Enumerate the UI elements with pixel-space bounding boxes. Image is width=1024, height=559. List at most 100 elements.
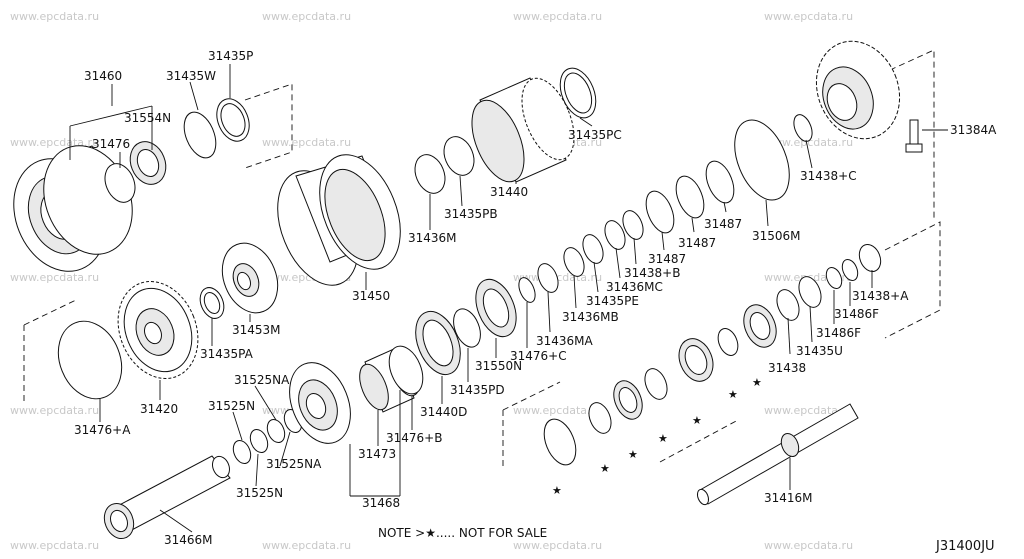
watermark: www.epcdata.ru bbox=[764, 404, 853, 417]
star-icon: ★ bbox=[752, 376, 762, 389]
label-31476A: 31476+A bbox=[74, 423, 131, 437]
part-31460-drum bbox=[13, 145, 133, 272]
part-31487-plate bbox=[705, 160, 735, 204]
part-31436MA-ring bbox=[537, 263, 559, 293]
part-31487-plate bbox=[675, 175, 705, 219]
watermark: www.epcdata.ru bbox=[262, 136, 351, 149]
part-31453M-carrier bbox=[221, 242, 279, 314]
part-31450-drum bbox=[277, 154, 401, 286]
label-31486F: 31486F bbox=[816, 326, 861, 340]
part-31416M-shaft bbox=[696, 403, 859, 506]
guide-box-top-right bbox=[889, 49, 935, 220]
guide-line bbox=[23, 299, 77, 326]
label-31486F: 31486F bbox=[834, 307, 879, 321]
label-31384A: 31384A bbox=[950, 123, 997, 137]
part-31476B-snap-ring bbox=[388, 345, 424, 395]
part-31486F-plate bbox=[798, 276, 822, 308]
label-31436MC: 31436MC bbox=[606, 280, 663, 294]
watermark: www.epcdata.ru bbox=[10, 404, 99, 417]
part-31466M-shaft bbox=[103, 455, 231, 539]
part-31487-plate bbox=[645, 190, 675, 234]
label-31476: 31476 bbox=[92, 137, 130, 151]
part-star-ring bbox=[588, 402, 612, 434]
part-31476C-snap-ring bbox=[518, 277, 536, 303]
label-31525NA: 31525NA bbox=[266, 457, 322, 471]
part-31435PE-ring bbox=[582, 234, 604, 264]
part-labels: 31460 31554N 31476 31435W 31435P 31450 3… bbox=[74, 49, 997, 547]
label-31436M: 31436M bbox=[408, 231, 457, 245]
label-31476B: 31476+B bbox=[386, 431, 442, 445]
label-31438B: 31438+B bbox=[624, 266, 680, 280]
label-31554N: 31554N bbox=[124, 111, 171, 125]
not-for-sale-markers: ★ ★ ★ ★ ★ ★ ★ bbox=[552, 376, 762, 497]
label-31435PD: 31435PD bbox=[450, 383, 505, 397]
guide-box-right bbox=[884, 221, 941, 339]
part-31438B-ring bbox=[622, 210, 644, 240]
not-for-sale-note: NOTE >★..... NOT FOR SALE bbox=[378, 526, 547, 540]
watermark: www.epcdata.ru bbox=[10, 10, 99, 23]
label-31506M: 31506M bbox=[752, 229, 801, 243]
star-icon: ★ bbox=[552, 484, 562, 497]
part-31476-snap-ring bbox=[104, 163, 136, 203]
label-31550N: 31550N bbox=[475, 359, 522, 373]
label-31435PB: 31435PB bbox=[444, 207, 498, 221]
guide-line bbox=[502, 381, 561, 411]
label-31438: 31438 bbox=[768, 361, 806, 375]
part-31438C-ring bbox=[793, 114, 813, 142]
watermark: www.epcdata.ru bbox=[513, 404, 602, 417]
part-31435P-ring bbox=[216, 98, 250, 142]
part-31384A-bolt bbox=[905, 119, 923, 153]
label-31525NA: 31525NA bbox=[234, 373, 290, 387]
label-31466M: 31466M bbox=[164, 533, 213, 547]
watermark: www.epcdata.ru bbox=[764, 136, 853, 149]
label-31476C: 31476+C bbox=[510, 349, 567, 363]
label-31435W: 31435W bbox=[166, 69, 216, 83]
star-icon: ★ bbox=[658, 432, 668, 445]
leader-lines bbox=[69, 64, 948, 533]
part-31435PA-ring bbox=[199, 287, 225, 319]
label-31487: 31487 bbox=[648, 252, 686, 266]
watermark: www.epcdata.ru bbox=[764, 10, 853, 23]
label-31416M: 31416M bbox=[764, 491, 813, 505]
part-31420-gear bbox=[117, 281, 199, 379]
part-31435W-ring bbox=[183, 111, 217, 159]
watermark: www.epcdata.ru bbox=[513, 539, 602, 552]
part-31476A-snap-ring bbox=[57, 320, 123, 400]
watermark: www.epcdata.ru bbox=[262, 10, 351, 23]
label-31450: 31450 bbox=[352, 289, 390, 303]
part-31435PD-ring bbox=[453, 308, 481, 348]
watermark: www.epcdata.ru bbox=[764, 539, 853, 552]
label-31435PA: 31435PA bbox=[200, 347, 254, 361]
watermark: www.epcdata.ru bbox=[10, 539, 99, 552]
star-icon: ★ bbox=[600, 462, 610, 475]
part-31486F-ring bbox=[841, 258, 859, 282]
part-housing bbox=[815, 40, 901, 140]
part-31436M-plate bbox=[414, 154, 446, 194]
part-31440-drum bbox=[471, 77, 575, 183]
star-icon: ★ bbox=[728, 388, 738, 401]
label-31420: 31420 bbox=[140, 402, 178, 416]
part-31525N-ring bbox=[249, 428, 269, 454]
label-31440D: 31440D bbox=[420, 405, 467, 419]
part-31440D-hub bbox=[415, 310, 461, 376]
label-31435PE: 31435PE bbox=[586, 294, 639, 308]
part-31435PC-ring bbox=[559, 67, 597, 119]
part-star-ring bbox=[543, 418, 577, 466]
part-31468-hub bbox=[289, 362, 351, 444]
part-31525NA-ring bbox=[266, 418, 286, 444]
label-31460: 31460 bbox=[84, 69, 122, 83]
label-31438A: 31438+A bbox=[852, 289, 909, 303]
label-31435U: 31435U bbox=[796, 344, 843, 358]
part-31435U-ring bbox=[776, 289, 800, 321]
guide-box-top-left bbox=[244, 83, 293, 169]
part-star-ring bbox=[644, 368, 668, 400]
watermark: www.epcdata.ru bbox=[262, 539, 351, 552]
label-31453M: 31453M bbox=[232, 323, 281, 337]
part-31550N-bearing bbox=[475, 278, 517, 338]
part-31436MC-ring bbox=[604, 220, 626, 250]
part-31506M-snap-ring bbox=[734, 119, 790, 201]
guide-line bbox=[659, 419, 739, 463]
part-31525N-ring bbox=[232, 439, 252, 465]
label-31440: 31440 bbox=[490, 185, 528, 199]
